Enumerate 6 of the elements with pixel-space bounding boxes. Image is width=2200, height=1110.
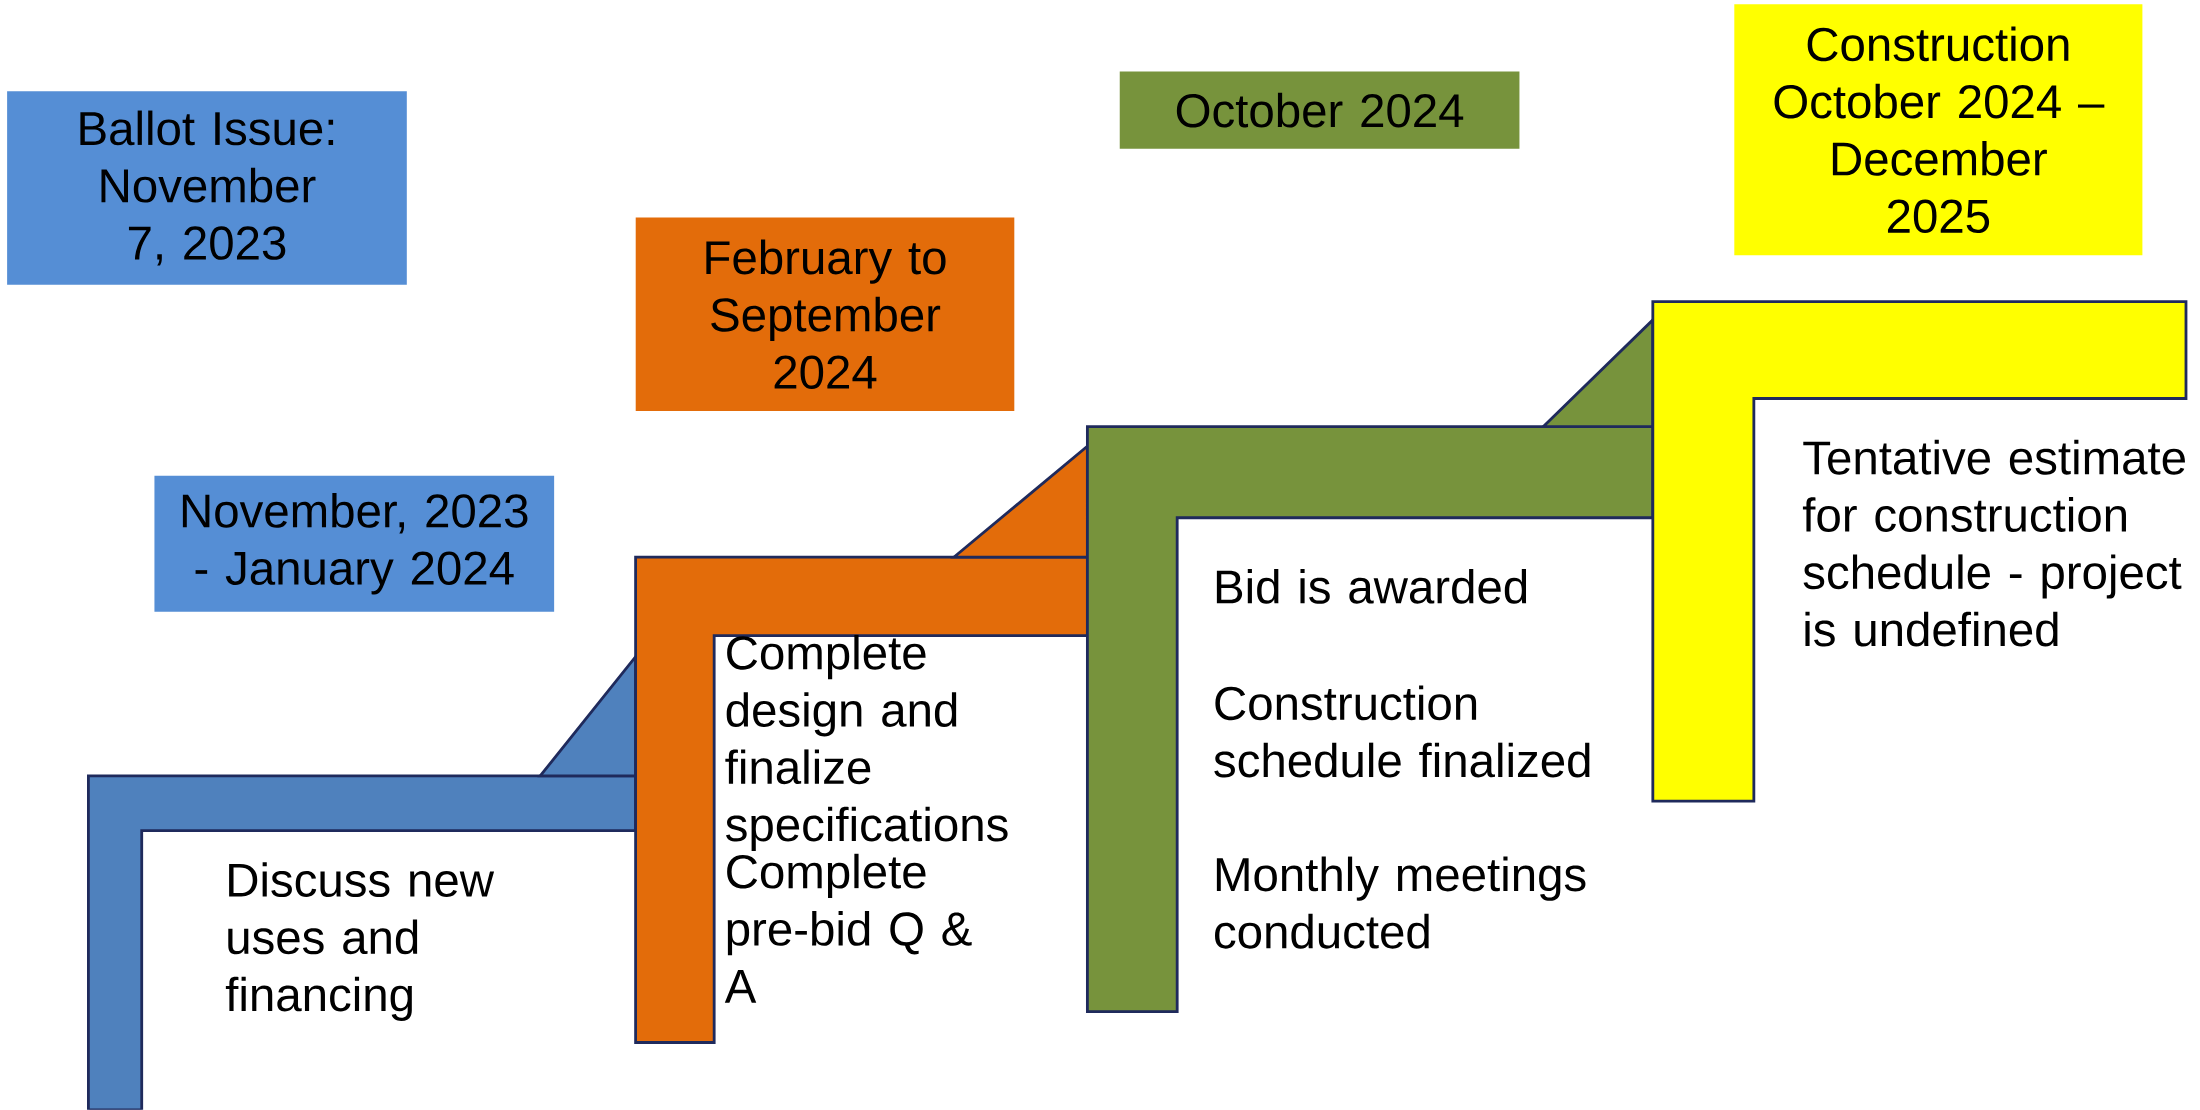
date-box: Construction October 2024 – December 2025	[1734, 4, 2143, 256]
step-text: Tentative estimate for construction schedule - project is undefined	[1802, 439, 2185, 647]
date-box: October 2024	[1119, 71, 1520, 149]
date-box: Ballot Issue: November 7, 2023	[7, 91, 407, 285]
date-box: February to September 2024	[635, 217, 1015, 412]
date-box: November, 2023 - January 2024	[154, 475, 555, 612]
